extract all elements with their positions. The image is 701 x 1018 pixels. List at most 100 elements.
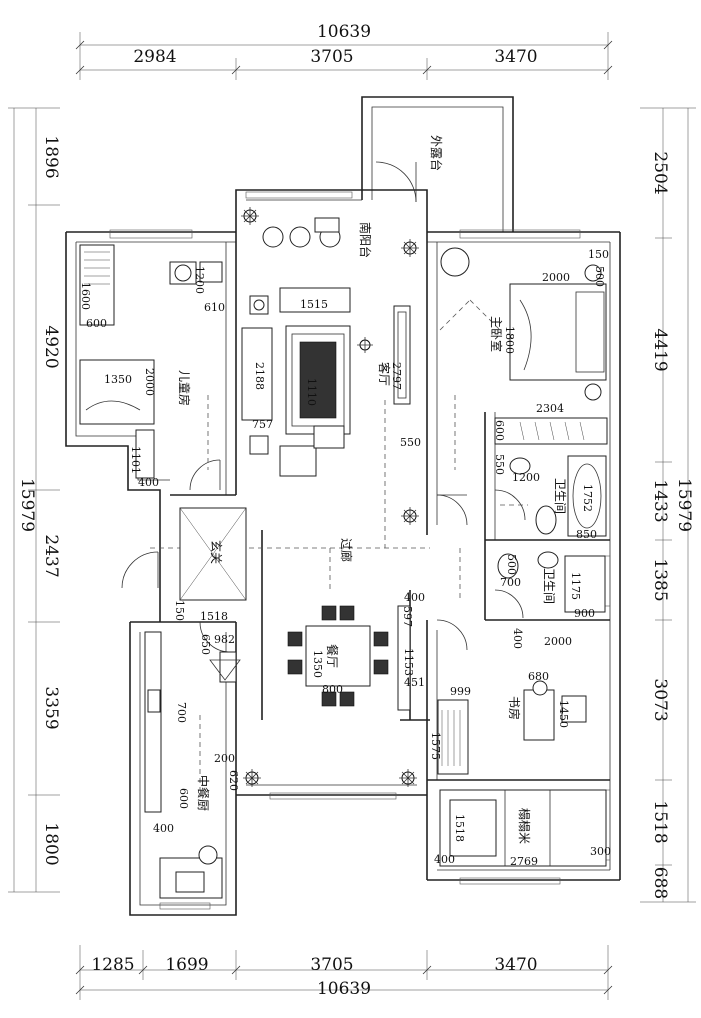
dim-right-4: 1385 bbox=[650, 558, 670, 601]
dim-left-3: 2437 bbox=[41, 534, 61, 577]
dim-600-kit: 600 bbox=[177, 788, 190, 809]
dimension-lines bbox=[8, 32, 696, 1000]
dim-right-7: 688 bbox=[650, 867, 670, 899]
dim-600-child: 600 bbox=[86, 317, 107, 330]
dim-1800-bed: 1800 bbox=[503, 326, 516, 354]
dim-left-4: 3359 bbox=[41, 686, 61, 729]
plant-icon bbox=[357, 337, 373, 353]
dim-1101: 1101 bbox=[129, 446, 142, 474]
dim-2797: 2797 bbox=[390, 362, 403, 390]
dim-right-2: 4419 bbox=[650, 328, 670, 371]
dim-right-6: 1518 bbox=[650, 800, 670, 843]
dim-bottom-4: 3470 bbox=[494, 955, 537, 975]
dim-bottom-2: 1699 bbox=[165, 955, 208, 975]
dim-757: 757 bbox=[252, 418, 273, 431]
dim-600-wr: 600 bbox=[493, 420, 506, 441]
dim-2000-bed: 2000 bbox=[542, 271, 570, 284]
dim-680: 680 bbox=[528, 670, 549, 683]
dim-1518-ent: 1518 bbox=[200, 610, 228, 623]
dim-850: 850 bbox=[576, 528, 597, 541]
doors bbox=[121, 161, 526, 653]
dim-top-1: 2984 bbox=[133, 47, 176, 67]
room-bathroom-2: 卫生间 bbox=[542, 568, 556, 604]
dim-left-1: 1896 bbox=[41, 135, 61, 178]
dim-982: 982 bbox=[214, 633, 235, 646]
dim-150: 150 bbox=[588, 248, 609, 261]
dim-400-study: 400 bbox=[511, 628, 524, 649]
dim-bottom-3: 3705 bbox=[310, 955, 353, 975]
dim-1175: 1175 bbox=[569, 572, 582, 600]
room-outdoor-balcony: 外露台 bbox=[429, 135, 444, 171]
room-entrance: 玄关 bbox=[209, 540, 224, 564]
room-study: 书房 bbox=[507, 696, 522, 720]
dim-1153: 1153 bbox=[402, 648, 415, 676]
dim-550-wr: 550 bbox=[493, 454, 506, 475]
dim-top-total: 10639 bbox=[317, 22, 371, 42]
dim-700-bath2: 700 bbox=[500, 576, 521, 589]
dim-1200-child: 1200 bbox=[193, 266, 206, 294]
dim-right-5: 3073 bbox=[650, 678, 670, 721]
dim-1350-child: 1350 bbox=[104, 373, 132, 386]
dim-1515: 1515 bbox=[300, 298, 328, 311]
plant-icons bbox=[241, 207, 419, 787]
dim-300: 300 bbox=[590, 845, 611, 858]
room-living-room: 客厅 bbox=[377, 362, 392, 386]
dim-left-2: 4920 bbox=[41, 325, 61, 368]
room-master-bedroom: 主卧室 bbox=[489, 316, 504, 352]
plant-icon bbox=[399, 769, 417, 787]
inner-dimension-labels: 150 500 2000 1800 1200 610 1600 600 1350… bbox=[79, 248, 611, 868]
dim-700-kit: 700 bbox=[175, 702, 188, 723]
dim-2000-child: 2000 bbox=[143, 368, 156, 396]
room-labels: 外露台 南阳台 客厅 主卧室 儿童房 玄关 过廊 餐厅 卫生间 卫生间 书房 中… bbox=[177, 135, 567, 844]
walls bbox=[65, 96, 621, 916]
dim-500: 500 bbox=[593, 266, 606, 287]
room-south-balcony: 南阳台 bbox=[358, 222, 373, 258]
dim-1200-bath: 1200 bbox=[512, 471, 540, 484]
dim-2188: 2188 bbox=[253, 362, 266, 390]
dim-610: 610 bbox=[204, 301, 225, 314]
dim-top-2: 3705 bbox=[310, 47, 353, 67]
dim-500-bath2: 500 bbox=[505, 554, 518, 575]
windows bbox=[109, 191, 611, 910]
dim-right-total: 15979 bbox=[674, 478, 694, 532]
room-kitchen: 中餐厨 bbox=[196, 775, 211, 811]
dim-right-3: 1433 bbox=[650, 479, 670, 522]
dim-200: 200 bbox=[214, 752, 235, 765]
dim-1575: 1575 bbox=[429, 732, 442, 760]
dim-left-total: 15979 bbox=[17, 478, 37, 532]
dim-left-5: 1800 bbox=[41, 822, 61, 865]
dim-1350-dining: 1350 bbox=[311, 650, 324, 678]
dim-bottom-total: 10639 bbox=[317, 979, 371, 999]
dim-400-dining: 400 bbox=[404, 591, 425, 604]
dim-1450: 1450 bbox=[557, 700, 570, 728]
plant-icon bbox=[243, 769, 261, 787]
dim-550-lr: 550 bbox=[400, 436, 421, 449]
plant-icon bbox=[401, 507, 419, 525]
dim-2304: 2304 bbox=[536, 402, 564, 415]
dim-1518-tat: 1518 bbox=[453, 814, 466, 842]
dim-597: 597 bbox=[401, 606, 414, 627]
dim-right-1: 2504 bbox=[650, 151, 670, 194]
dimension-labels: 10639 2984 3705 3470 1285 1699 3705 3470… bbox=[17, 22, 694, 999]
dim-bottom-1: 1285 bbox=[91, 955, 134, 975]
dim-2000-study: 2000 bbox=[544, 635, 572, 648]
dim-451: 451 bbox=[404, 676, 425, 689]
room-children-room: 儿童房 bbox=[177, 370, 192, 406]
dim-900: 900 bbox=[574, 607, 595, 620]
dim-400-child: 400 bbox=[138, 476, 159, 489]
dim-top-3: 3470 bbox=[494, 47, 537, 67]
dim-400-kit: 400 bbox=[153, 822, 174, 835]
dim-650: 650 bbox=[199, 634, 212, 655]
dim-800: 800 bbox=[322, 683, 343, 696]
room-tatami: 榻榻米 bbox=[517, 808, 531, 844]
dim-620: 620 bbox=[227, 770, 240, 791]
dim-2769: 2769 bbox=[510, 855, 538, 868]
dim-400-tat: 400 bbox=[434, 853, 455, 866]
dim-999: 999 bbox=[450, 685, 471, 698]
dim-1752: 1752 bbox=[581, 484, 594, 512]
room-dining-room: 餐厅 bbox=[325, 644, 340, 668]
room-corridor: 过廊 bbox=[339, 538, 354, 562]
plant-icon bbox=[401, 239, 419, 257]
dim-150-ent: 150 bbox=[173, 600, 186, 621]
